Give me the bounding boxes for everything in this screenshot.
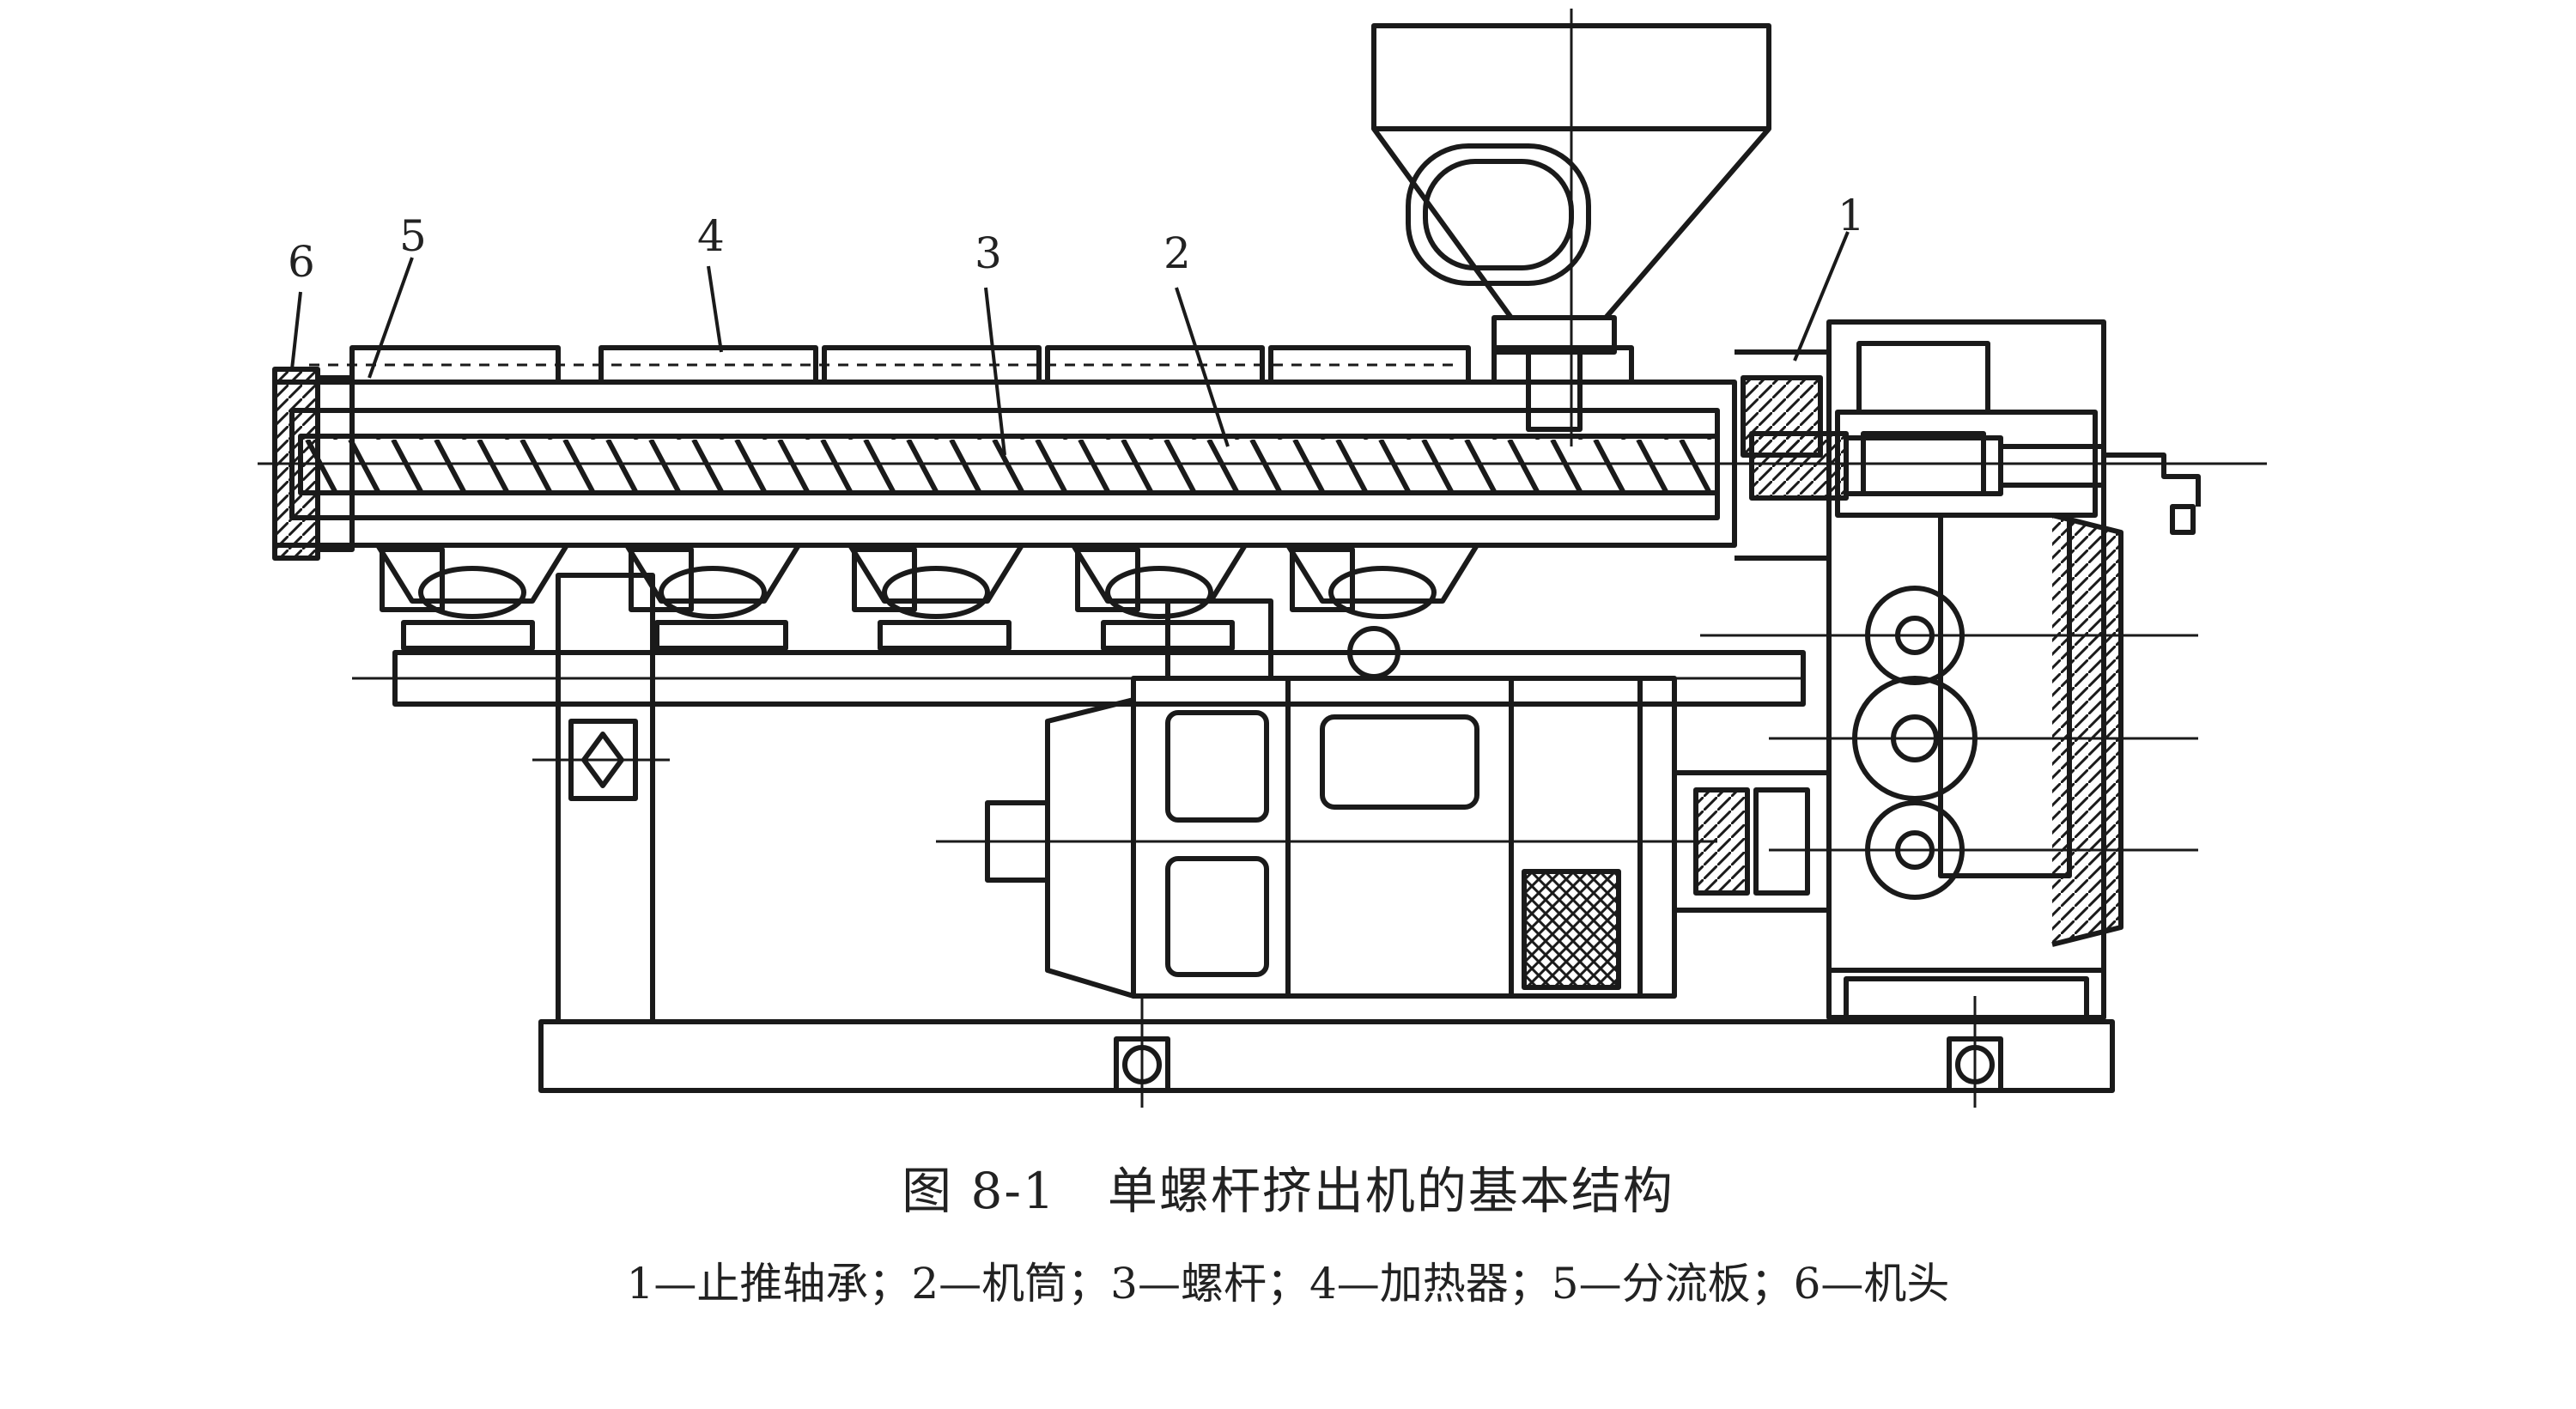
figure-legend: 1—止推轴承；2—机筒；3—螺杆；4—加热器；5—分流板；6—机头 [626,1259,1950,1309]
gearbox [1700,319,2198,1020]
part-label-5: 5 [399,211,427,261]
base-frame [538,996,2115,1108]
figure-caption: 图 8-1 单螺杆挤出机的基本结构 [0,1151,2576,1223]
die-head [272,367,355,561]
thrust-bearing [1749,431,2201,535]
hopper [1371,9,1771,446]
figure-title: 单螺杆挤出机的基本结构 [1107,1162,1674,1220]
leader-lines [290,231,1850,456]
part-label-2: 2 [1163,228,1191,278]
part-label-3: 3 [975,228,1002,278]
part-label-1: 1 [1838,191,1865,240]
part-label-4: 4 [697,211,725,261]
screw [298,434,1720,495]
cooling-blowers [375,543,1479,651]
coupling [1672,770,1832,913]
part-label-6: 6 [288,237,315,287]
motor [936,598,1717,999]
figure-number: 图 8-1 [902,1162,1056,1220]
heater-bands [309,345,1634,385]
left-column [532,573,670,1024]
